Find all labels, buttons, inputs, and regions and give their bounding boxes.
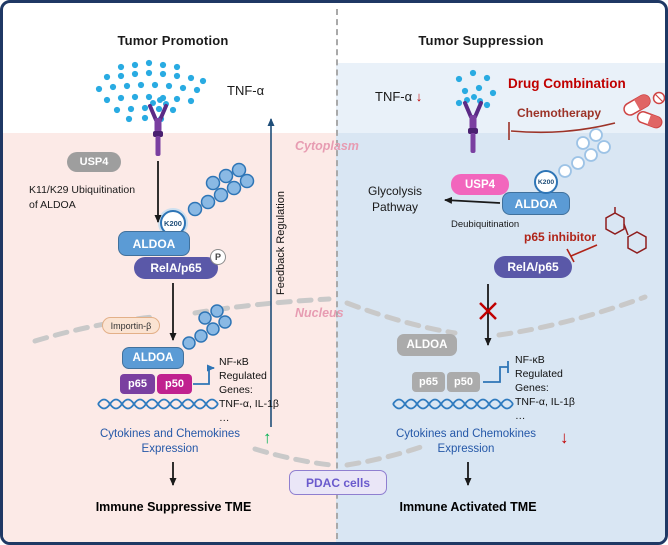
tnf-dot-cloud-right [455, 69, 497, 109]
ubiquitin-chain-free-right [558, 128, 611, 178]
cytokines-caption-right: Cytokines and Chemokines Expression [371, 427, 561, 457]
cytoplasm-label: Cytoplasm [295, 139, 359, 153]
down-arrow-indicator: ↓ [415, 89, 423, 104]
tnf-alpha-label-left: TNF-α [227, 83, 265, 98]
left-panel-title: Tumor Promotion [117, 33, 229, 48]
usp4-pill-left: USP4 [67, 152, 121, 172]
chemotherapy-inhibition-line [508, 122, 616, 140]
genes-line: TNF-α, IL-1β [515, 396, 575, 408]
nfkb-genes-caption-left: NF-κB Regulated Genes: TNF-α, IL-1β … [219, 355, 299, 425]
genes-line: Genes: [219, 384, 253, 396]
importin-beta-pill: Importin-β [102, 317, 160, 334]
chemotherapy-label: Chemotherapy [517, 106, 602, 120]
feedback-regulation-label: Feedback Regulation [275, 191, 287, 295]
tme-label-left: Immune Suppressive TME [95, 500, 252, 514]
right-cell-background [336, 133, 665, 542]
nfkb-activation-arrow-left [193, 364, 215, 385]
p65-inhibitor-line [566, 244, 598, 263]
genes-line: NF-κB [219, 356, 249, 368]
tnf-receptor-icon-right [463, 94, 483, 153]
tnf-dot-cloud-left [95, 59, 207, 123]
genes-line: … [515, 410, 526, 422]
genes-line: Regulated [515, 368, 563, 380]
pills-icon [623, 91, 665, 129]
nfkb-inhibition-right [483, 361, 509, 383]
pdac-cells-tag: PDAC cells [289, 470, 387, 495]
right-top-band [336, 63, 665, 133]
cytokines-line: Cytokines and Chemokines [396, 428, 536, 440]
aldoa-pill-right: ALDOA [502, 192, 570, 215]
glycolysis-line: Glycolysis [367, 184, 422, 198]
tme-label-right: Immune Activated TME [399, 500, 537, 514]
up-arrow-indicator: ↑ [263, 428, 272, 447]
rela-p65-pill-right: RelA/p65 [494, 256, 572, 278]
glycolysis-caption: Glycolysis Pathway [351, 183, 439, 215]
tnf-receptor-icon-left [148, 97, 169, 156]
dna-helix-right [392, 398, 514, 410]
aldoa-pill-nuclear-right: ALDOA [397, 334, 457, 356]
drug-combination-label: Drug Combination [508, 76, 626, 91]
blocked-x-icon [479, 302, 497, 320]
aldoa-pill-nuclear-left: ALDOA [122, 347, 184, 369]
phospho-badge: P [210, 249, 226, 265]
diagram-graphics [32, 59, 665, 486]
genes-line: NF-κB [515, 354, 545, 366]
p50-box-left: p50 [157, 374, 192, 394]
ubiquitination-caption-line1: K11/K29 Ubiquitination [29, 184, 136, 196]
dna-helix-left [97, 398, 219, 410]
genes-line: TNF-α, IL-1β [219, 398, 279, 410]
ubiquitination-caption-line2: of ALDOA [29, 199, 76, 211]
genes-line: Regulated [219, 370, 267, 382]
ubiquitin-chain-nuclear-left [182, 304, 232, 350]
ubiquitin-chain-left [187, 162, 255, 217]
panel-divider [336, 9, 338, 539]
down-arrow-indicator-cytokines: ↓ [560, 428, 569, 447]
cytokines-line: Expression [437, 443, 495, 455]
aldoa-pill-left: ALDOA [118, 231, 190, 256]
p65-box-right: p65 [412, 372, 445, 392]
inhibitor-molecule-icon [605, 207, 647, 254]
p65-box-left: p65 [120, 374, 155, 394]
glycolysis-line: Pathway [371, 200, 419, 214]
k200-badge-right: K200 [534, 170, 558, 194]
p65-inhibitor-label: p65 inhibitor [524, 230, 596, 244]
genes-line: Genes: [515, 382, 549, 394]
deubiquitination-caption: Deubiquitination [451, 219, 520, 230]
usp4-pill-right: USP4 [451, 174, 509, 195]
cytokines-caption-left: Cytokines and Chemokines Expression [75, 427, 265, 457]
ubiquitination-caption: K11/K29 Ubiquitination of ALDOA [29, 183, 185, 213]
p50-box-right: p50 [447, 372, 480, 392]
right-panel-title: Tumor Suppression [418, 33, 544, 48]
tnf-text: TNF-α [375, 89, 413, 104]
nfkb-genes-caption-right: NF-κB Regulated Genes: TNF-α, IL-1β … [515, 353, 599, 423]
rela-p65-pill-left: RelA/p65 [134, 257, 218, 279]
cytokines-line: Expression [141, 443, 199, 455]
cytokines-line: Cytokines and Chemokines [100, 428, 240, 440]
nucleus-label: Nucleus [295, 306, 344, 320]
genes-line: … [219, 412, 230, 424]
flow-arrows [154, 161, 501, 486]
tnf-alpha-label-right: TNF-α ↓ [375, 89, 422, 104]
